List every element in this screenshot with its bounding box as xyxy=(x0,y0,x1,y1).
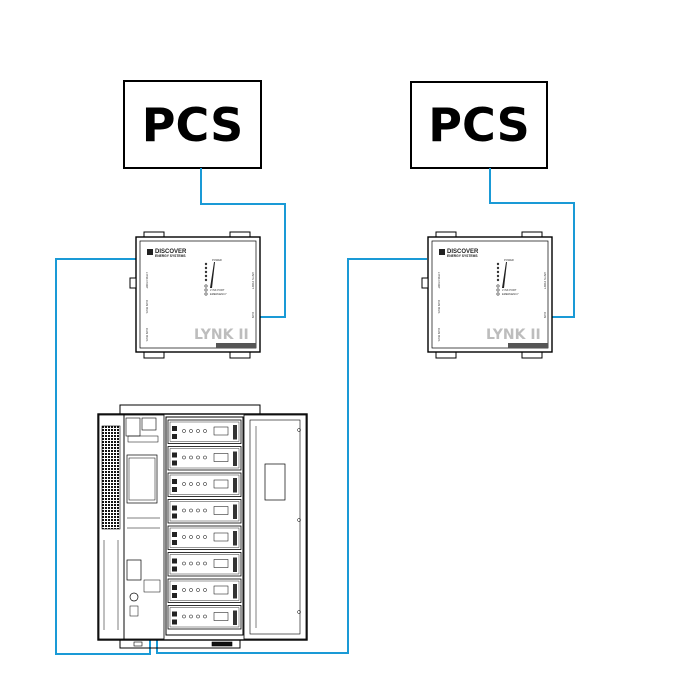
port-label-left-1: CAN BUS xyxy=(437,300,441,313)
lynk-module-left: DISCOVER ENERGY SYSTEMS LYNK PORT CAN BU… xyxy=(129,231,261,359)
battery-module xyxy=(167,499,242,524)
led-indicators: POWER LYNK PORT EMERGENCY xyxy=(204,258,227,296)
port-label-left-2: CAN BUS xyxy=(145,328,149,341)
discover-logo: DISCOVER ENERGY SYSTEMS xyxy=(147,249,187,258)
port-label-right-1: CAN xyxy=(251,312,255,318)
cable-lynk-left-to-battery xyxy=(55,258,151,655)
port-label-right-0: ANTS PORT xyxy=(543,272,547,289)
battery-module xyxy=(167,578,242,603)
port-label-left-0: LYNK PORT xyxy=(145,272,149,289)
led-label-power: POWER xyxy=(212,258,222,262)
discover-logo: DISCOVER ENERGY SYSTEMS xyxy=(439,249,479,258)
led-label-emergency: EMERGENCY xyxy=(502,292,519,296)
pcs-box-left: PCS xyxy=(123,80,262,169)
battery-module xyxy=(167,552,242,577)
led-label-power: POWER xyxy=(504,258,514,262)
led-label-lynk-port: LYNK PORT xyxy=(210,288,225,292)
brand-name: DISCOVER xyxy=(155,249,187,255)
cabinet-left-door xyxy=(98,414,125,640)
battery-modules xyxy=(167,419,242,630)
cable-lynk-right-to-battery xyxy=(156,258,427,654)
brand-name: DISCOVER xyxy=(447,249,479,255)
lynk-module-right: DISCOVER ENERGY SYSTEMS LYNK PORT CAN BU… xyxy=(421,231,553,359)
cable-pcs-right-to-lynk-right xyxy=(489,168,575,318)
port-label-left-2: CAN BUS xyxy=(437,328,441,341)
port-label-right-1: CAN xyxy=(543,312,547,318)
model-name: LYNK II xyxy=(194,327,249,343)
led-label-emergency: EMERGENCY xyxy=(210,292,227,296)
port-label-left-1: CAN BUS xyxy=(145,300,149,313)
battery-module-stack xyxy=(165,416,244,636)
pcs-label-right: PCS xyxy=(428,98,529,152)
port-label-left-0: LYNK PORT xyxy=(437,272,441,289)
port-label-right-0: ANTS PORT xyxy=(251,272,255,289)
led-indicators: POWER LYNK PORT EMERGENCY xyxy=(496,258,519,296)
battery-module xyxy=(167,525,242,550)
battery-module xyxy=(167,605,242,630)
battery-module xyxy=(167,446,242,471)
cabinet-control-column xyxy=(123,414,165,640)
brand-sub: ENERGY SYSTEMS xyxy=(155,254,186,258)
pcs-box-right: PCS xyxy=(410,81,548,169)
cable-pcs-left-to-lynk-left xyxy=(200,168,286,318)
battery-module xyxy=(167,472,242,497)
brand-sub: ENERGY SYSTEMS xyxy=(447,254,478,258)
battery-module xyxy=(167,419,242,444)
cabinet-right-door xyxy=(243,414,307,640)
cables xyxy=(55,168,575,655)
led-label-lynk-port: LYNK PORT xyxy=(502,288,517,292)
model-name: LYNK II xyxy=(486,327,541,343)
pcs-label-left: PCS xyxy=(142,98,243,152)
